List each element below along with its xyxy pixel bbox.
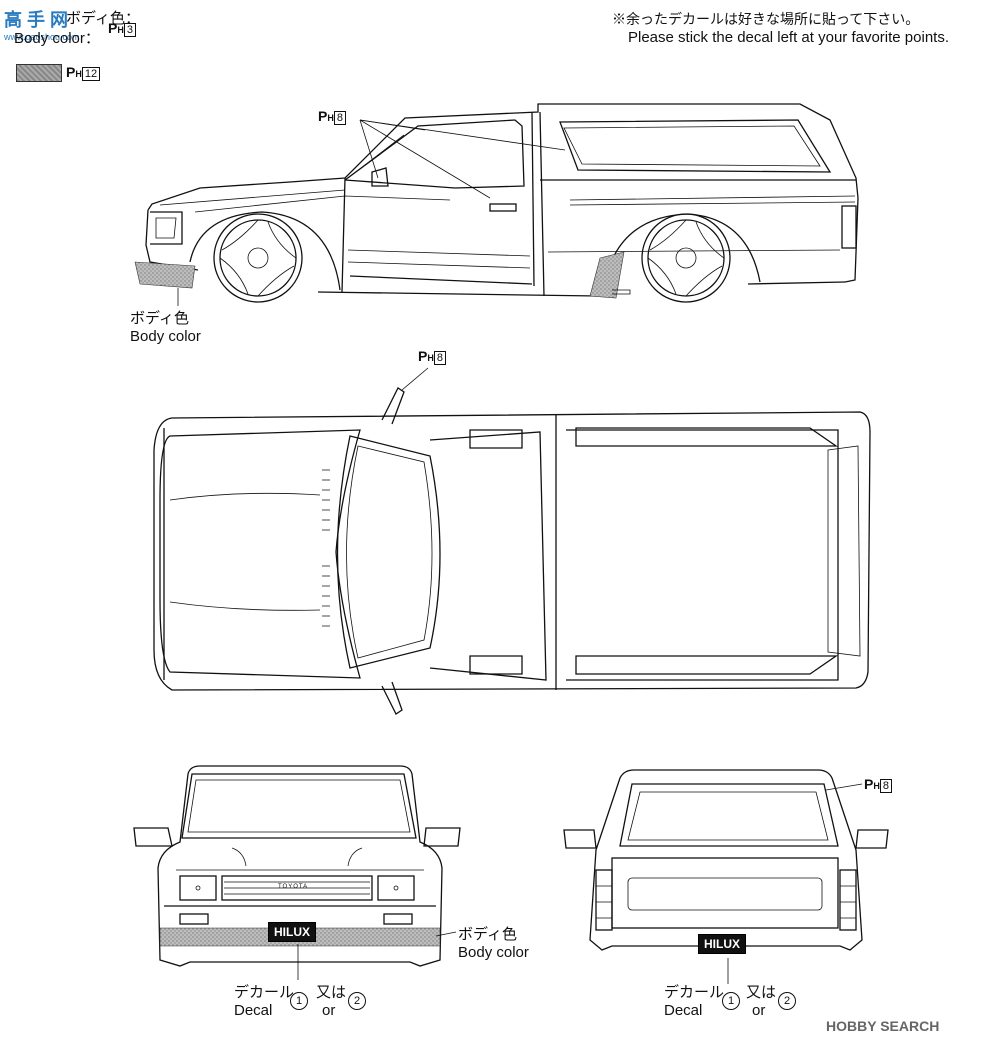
rear-or-jp: 又は xyxy=(746,984,777,1001)
watermark-logo: 高 手 网 www.gaoshou.com xyxy=(4,6,80,42)
front-license-plate: HILUX xyxy=(268,922,316,942)
side-body-color-jp: ボディ色 xyxy=(130,310,189,327)
note-jp: ※余ったデカールは好きな場所に貼って下さい。 xyxy=(612,11,920,27)
ref-num: 8 xyxy=(879,779,892,793)
metal-color-swatch xyxy=(16,64,62,82)
watermark-url: www.gaoshou.com xyxy=(4,32,80,42)
rear-option-2: 2 xyxy=(778,992,796,1010)
front-option-1: 1 xyxy=(290,992,308,1010)
hobby-search-logo: HOBBY SEARCH xyxy=(826,1018,940,1034)
front-option-2: 2 xyxy=(348,992,366,1010)
rear-decal-en: Decal xyxy=(664,1002,703,1019)
ref-h: H xyxy=(75,69,82,79)
note-en: Please stick the decal left at your favo… xyxy=(628,29,949,46)
rear-option-1: 1 xyxy=(722,992,740,1010)
rear-license-plate: HILUX xyxy=(698,934,746,954)
top-view-truck xyxy=(153,367,871,715)
side-view-truck xyxy=(134,103,859,306)
front-view-truck xyxy=(133,765,461,980)
body-color-en: Body color： xyxy=(14,30,100,47)
ref-p: P xyxy=(864,776,874,792)
front-decal-jp: デカール xyxy=(234,984,295,1001)
ref-num: 12 xyxy=(81,67,101,81)
ref-p: P xyxy=(318,108,328,124)
rear-decal-jp: デカール xyxy=(664,984,725,1001)
rear-or-en: or xyxy=(752,1002,766,1019)
watermark-brand: 高 手 网 xyxy=(4,10,69,30)
front-body-color-jp: ボディ色 xyxy=(458,926,517,943)
ref-num: 8 xyxy=(333,111,346,125)
ref-h: H xyxy=(873,781,880,791)
side-body-color-en: Body color xyxy=(130,328,201,345)
front-decal-en: Decal xyxy=(234,1002,273,1019)
ref-num: 3 xyxy=(123,23,136,37)
ref-h: H xyxy=(427,353,434,363)
rear-view-truck xyxy=(563,769,889,984)
ref-h: H xyxy=(327,113,334,123)
ref-p: P xyxy=(418,348,428,364)
ref-p: P xyxy=(66,64,76,80)
ref-h: H xyxy=(117,25,124,35)
toyota-badge: TOYOTA xyxy=(278,884,309,890)
front-body-color-en: Body color xyxy=(458,944,529,961)
ref-p: P xyxy=(108,20,118,36)
body-color-jp: ボディ色： xyxy=(66,10,140,27)
front-or-en: or xyxy=(322,1002,336,1019)
ref-num: 8 xyxy=(433,351,446,365)
front-or-jp: 又は xyxy=(316,984,347,1001)
